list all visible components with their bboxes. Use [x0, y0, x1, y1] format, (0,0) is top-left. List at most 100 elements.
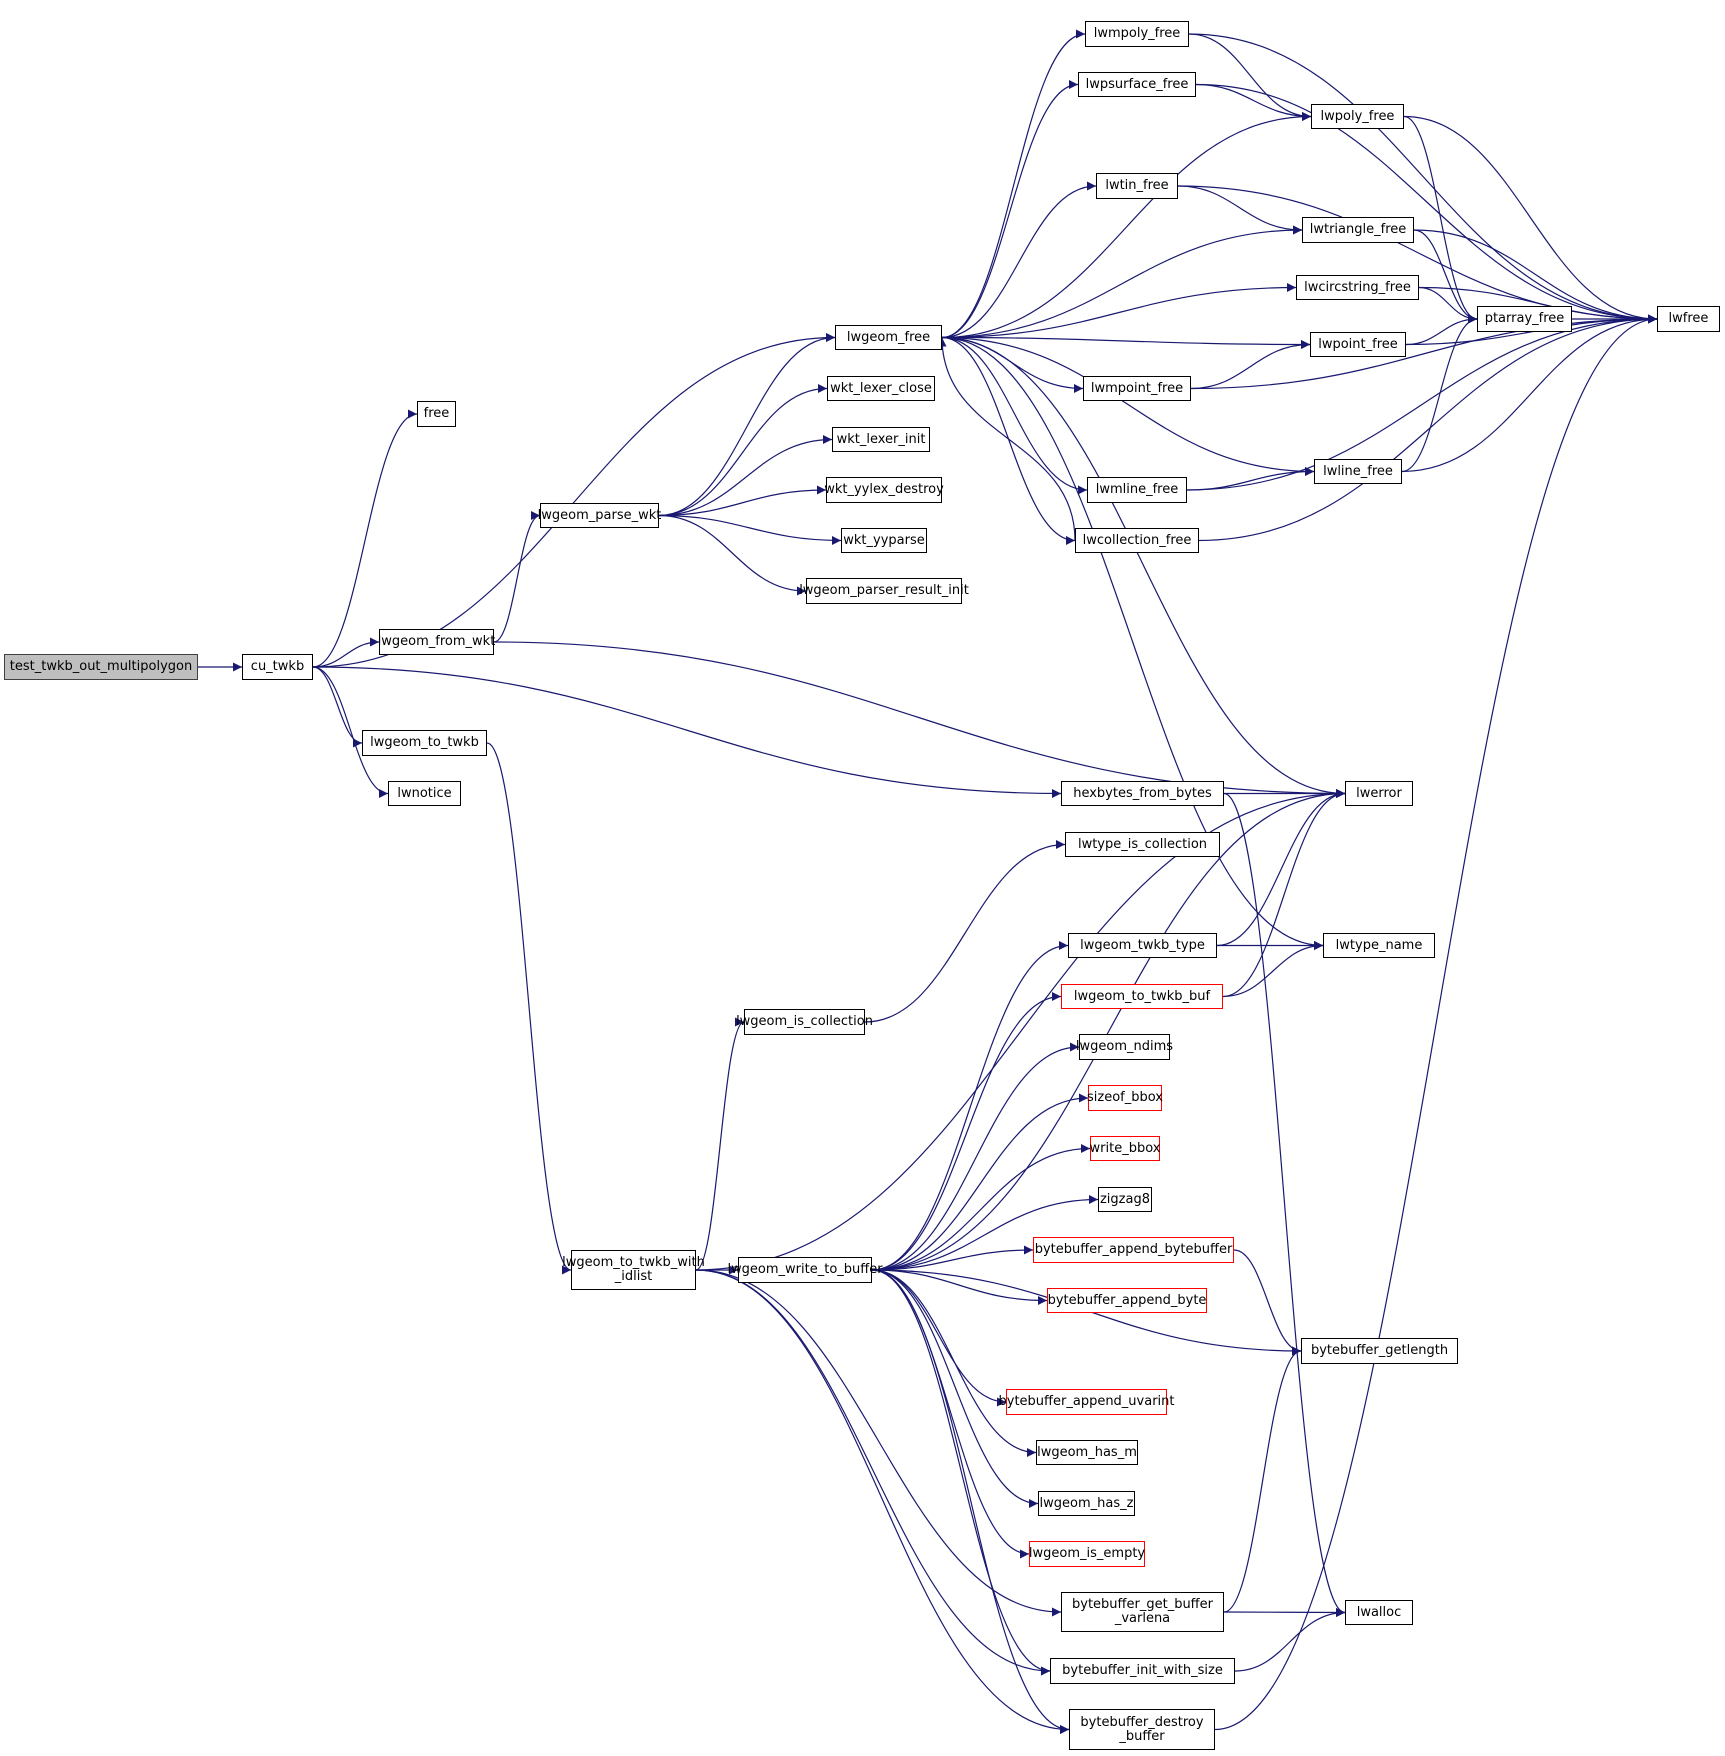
node-lwgeom-parser-result-init[interactable]: lwgeom_parser_result_init — [799, 578, 969, 604]
edge-lwgeom_free-to-lwtin_free — [941, 181, 1097, 339]
node-lwcircstring-free[interactable]: lwcircstring_free — [1296, 275, 1419, 300]
node-wkt-lexer-close[interactable]: wkt_lexer_close — [827, 376, 935, 401]
node-zigzag8[interactable]: zigzag8 — [1098, 1187, 1152, 1212]
edge-lwgeom_is_collection-to-lwtype_is_collection — [864, 840, 1066, 1023]
node-lwgeom-is-empty[interactable]: lwgeom_is_empty — [1029, 1541, 1145, 1567]
edge-cu_twkb-to-lwgeom_from_wkt — [312, 637, 380, 668]
node-free[interactable]: free — [417, 401, 456, 427]
node-label: write_bbox — [1089, 1140, 1161, 1156]
node-label: lwpsurface_free — [1085, 76, 1189, 92]
node-lwerror[interactable]: lwerror — [1345, 781, 1413, 806]
node-wkt-yylex-destroy[interactable]: wkt_yylex_destroy — [824, 477, 944, 503]
edge-lwgeom_parse_wkt-to-wkt_lexer_close — [658, 384, 828, 517]
edge-lwgeom_write_to_buffer-to-lwgeom_has_z — [871, 1269, 1039, 1508]
node-lwnotice[interactable]: lwnotice — [388, 781, 461, 806]
edge-bytebuffer_append_bytebuffer-to-bytebuffer_getlength — [1233, 1249, 1302, 1356]
node-lwtype-is-collection[interactable]: lwtype_is_collection — [1065, 832, 1220, 857]
node-label: lwgeom_is_empty — [1028, 1546, 1146, 1561]
node-wkt-lexer-init[interactable]: wkt_lexer_init — [832, 427, 930, 452]
node-lwtriangle-free[interactable]: lwtriangle_free — [1302, 217, 1414, 243]
edge-lwgeom_write_to_buffer-to-lwgeom_twkb_type — [871, 941, 1069, 1271]
node-label: bytebuffer_get_buffer _varlena — [1072, 1597, 1213, 1626]
node-label: lwpoint_free — [1318, 336, 1398, 352]
edge-lwgeom_write_to_buffer-to-write_bbox — [871, 1144, 1091, 1271]
node-lwgeom-ndims[interactable]: lwgeom_ndims — [1076, 1034, 1173, 1060]
node-lwpoint-free[interactable]: lwpoint_free — [1310, 332, 1406, 357]
node-lwcollection-free[interactable]: lwcollection_free — [1075, 528, 1199, 553]
node-label: lwgeom_free — [846, 329, 931, 345]
node-lwgeom-write-to-buffer[interactable]: lwgeom_write_to_buffer — [727, 1257, 883, 1283]
node-lwpoly-free[interactable]: lwpoly_free — [1311, 104, 1404, 129]
node-label: lwgeom_write_to_buffer — [727, 1262, 883, 1277]
edge-lwgeom_parse_wkt-to-wkt_yylex_destroy — [658, 485, 827, 517]
node-hexbytes-from-bytes[interactable]: hexbytes_from_bytes — [1061, 781, 1224, 806]
node-label: hexbytes_from_bytes — [1073, 785, 1212, 801]
node-lwgeom-to-twkb-buf[interactable]: lwgeom_to_twkb_buf — [1061, 984, 1223, 1009]
node-bytebuffer-destroy-buffer[interactable]: bytebuffer_destroy _buffer — [1069, 1709, 1215, 1750]
edge-lwgeom_twkb_type-to-lwerror — [1216, 789, 1346, 947]
node-cu-twkb[interactable]: cu_twkb — [242, 654, 313, 680]
node-label: lwcollection_free — [1082, 532, 1192, 548]
node-lwgeom-twkb-type[interactable]: lwgeom_twkb_type — [1068, 933, 1217, 958]
edge-lwcollection_free-to-lwgeom_free — [937, 337, 1076, 541]
node-label: lwgeom_has_m — [1037, 1444, 1137, 1460]
node-write-bbox[interactable]: write_bbox — [1090, 1136, 1160, 1161]
node-lwtin-free[interactable]: lwtin_free — [1096, 173, 1178, 199]
edge-lwgeom_free-to-lwtype_name — [941, 336, 1324, 950]
node-bytebuffer-append-byte[interactable]: bytebuffer_append_byte — [1047, 1288, 1207, 1313]
node-lwgeom-to-twkb[interactable]: lwgeom_to_twkb — [362, 730, 487, 756]
edge-lwgeom_free-to-lwline_free — [941, 336, 1315, 476]
node-bytebuffer-get-buffer-varlena[interactable]: bytebuffer_get_buffer _varlena — [1061, 1592, 1224, 1632]
edge-lwpoly_free-to-lwfree — [1403, 115, 1658, 324]
node-label: lwfree — [1668, 311, 1709, 326]
node-label: lwgeom_to_twkb_buf — [1073, 988, 1211, 1004]
node-label: lwgeom_parse_wkt — [537, 507, 662, 523]
node-label: lwmpoint_free — [1090, 380, 1184, 396]
node-bytebuffer-getlength[interactable]: bytebuffer_getlength — [1301, 1338, 1458, 1364]
node-lwmline-free[interactable]: lwmline_free — [1087, 477, 1187, 503]
edge-bytebuffer_get_buffer_varlena-to-bytebuffer_getlength — [1223, 1346, 1302, 1613]
node-label: lwgeom_is_collection — [736, 1014, 873, 1029]
node-lwtype-name[interactable]: lwtype_name — [1323, 933, 1435, 958]
node-lwalloc[interactable]: lwalloc — [1345, 1600, 1413, 1625]
node-bytebuffer-append-bytebuffer[interactable]: bytebuffer_append_bytebuffer — [1033, 1237, 1234, 1263]
node-bytebuffer-init-with-size[interactable]: bytebuffer_init_with_size — [1050, 1658, 1235, 1684]
edge-lwmpoly_free-to-lwfree — [1188, 33, 1658, 324]
node-lwpsurface-free[interactable]: lwpsurface_free — [1078, 72, 1196, 97]
node-label: lwtype_name — [1335, 937, 1423, 953]
node-lwmpoint-free[interactable]: lwmpoint_free — [1083, 376, 1191, 401]
node-lwgeom-parse-wkt[interactable]: lwgeom_parse_wkt — [537, 503, 662, 528]
node-label: lwgeom_to_twkb — [370, 735, 479, 750]
node-label: lwline_free — [1323, 463, 1393, 479]
edge-lwpsurface_free-to-lwpoly_free — [1195, 83, 1312, 121]
edge-lwmpoly_free-to-lwpoly_free — [1188, 33, 1312, 121]
node-label: ptarray_free — [1484, 311, 1565, 326]
node-lwgeom-to-twkb-with-idlist[interactable]: lwgeom_to_twkb_with _idlist — [562, 1250, 705, 1290]
node-lwfree[interactable]: lwfree — [1657, 306, 1720, 332]
edge-lwgeom_to_twkb_buf-to-lwerror — [1222, 789, 1346, 998]
node-wkt-yyparse[interactable]: wkt_yyparse — [841, 528, 927, 553]
node-sizeof-bbox[interactable]: sizeof_bbox — [1087, 1085, 1163, 1111]
edge-cu_twkb-to-hexbytes_from_bytes — [312, 666, 1062, 798]
node-lwgeom-has-z[interactable]: lwgeom_has_z — [1038, 1491, 1135, 1516]
node-lwgeom-free[interactable]: lwgeom_free — [835, 325, 942, 350]
edge-lwmpoint_free-to-lwfree — [1190, 314, 1658, 390]
node-lwgeom-from-wkt[interactable]: lwgeom_from_wkt — [378, 629, 495, 655]
node-bytebuffer-append-uvarint[interactable]: bytebuffer_append_uvarint — [999, 1389, 1175, 1415]
node-lwgeom-is-collection[interactable]: lwgeom_is_collection — [736, 1009, 873, 1035]
edge-lwtin_free-to-lwtriangle_free — [1177, 185, 1303, 235]
node-ptarray-free[interactable]: ptarray_free — [1477, 306, 1572, 332]
edge-lwgeom_write_to_buffer-to-lwgeom_has_m — [871, 1269, 1037, 1457]
node-lwmpoly-free[interactable]: lwmpoly_free — [1085, 21, 1189, 47]
node-test-twkb-out-multipolygon: test_twkb_out_multipolygon — [4, 654, 198, 680]
node-label: zigzag8 — [1099, 1191, 1150, 1207]
edge-lwgeom_to_twkb_with_idlist-to-bytebuffer_init_with_size — [695, 1269, 1051, 1676]
edge-lwgeom_free-to-lwtriangle_free — [941, 225, 1303, 339]
node-label: lwtype_is_collection — [1077, 836, 1208, 852]
node-lwgeom-has-m[interactable]: lwgeom_has_m — [1036, 1440, 1138, 1465]
node-lwline-free[interactable]: lwline_free — [1314, 459, 1402, 484]
node-label: bytebuffer_append_uvarint — [998, 1394, 1175, 1409]
node-label: bytebuffer_append_bytebuffer — [1034, 1242, 1233, 1257]
